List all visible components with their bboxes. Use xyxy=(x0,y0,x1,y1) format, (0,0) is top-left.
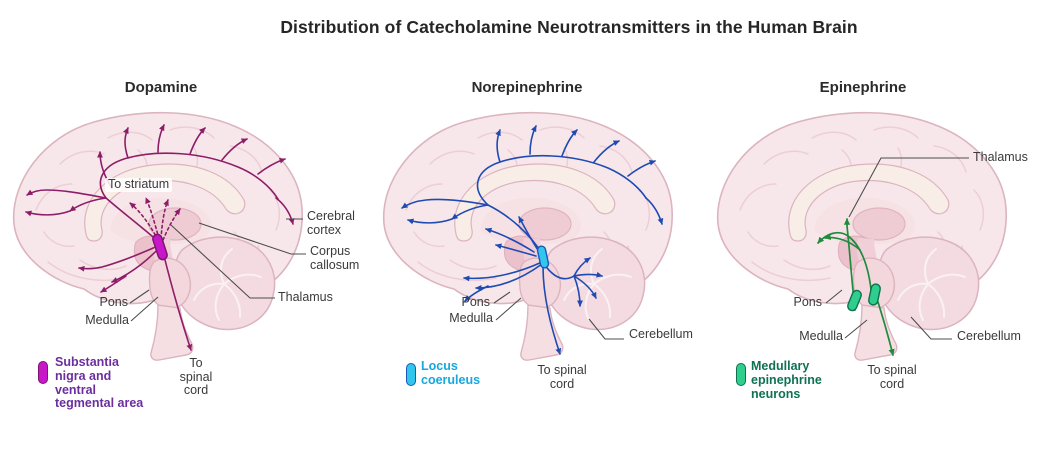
panel-heading-dopamine: Dopamine xyxy=(124,79,198,96)
label-leader-lines xyxy=(129,157,969,340)
label-medulla-epinephrine: Medulla xyxy=(799,329,843,343)
pons-leader-line-epinephrine xyxy=(825,289,843,304)
substantia-nigra-legend-label: Substantia nigra and ventral tegmental a… xyxy=(55,355,144,411)
medulla-leader-line-norepinephrine xyxy=(495,297,522,321)
thalamus-leader-line-dopamine xyxy=(170,224,275,299)
label-medulla-norepinephrine: Medulla xyxy=(449,311,493,325)
pons-leader-line-dopamine xyxy=(129,289,150,304)
locus-coeruleus-legend-label: Locus coeruleus xyxy=(421,359,481,387)
pons-leader-line-norepinephrine xyxy=(493,291,511,304)
locus-coeruleus-legend-swatch xyxy=(406,363,416,386)
label-pons-dopamine: Pons xyxy=(99,295,129,309)
label-thalamus-epinephrine: Thalamus xyxy=(973,150,1028,164)
medulla-leader-line-epinephrine xyxy=(844,319,868,339)
label-cerebellum-epinephrine: Cerebellum xyxy=(957,329,1021,343)
thalamus-leader-line-epinephrine xyxy=(848,157,969,218)
epinephrine-pathways xyxy=(817,218,895,356)
label-cerebral-cortex: Cerebral cortex xyxy=(307,209,355,237)
medullary-epinephrine-nucleus-1 xyxy=(847,289,862,312)
cerebellum-leader-line-epinephrine xyxy=(910,316,952,340)
substantia-nigra-legend-swatch xyxy=(38,361,48,384)
panel-heading-norepinephrine: Norepinephrine xyxy=(471,79,583,96)
figure-title: Distribution of Catecholamine Neurotrans… xyxy=(280,17,858,37)
brain-illustration-norepinephrine xyxy=(382,111,674,362)
brain-illustration-epinephrine xyxy=(716,111,1008,362)
medullary-epinephrine-nucleus-2 xyxy=(868,283,881,306)
label-medulla-dopamine: Medulla xyxy=(85,313,129,327)
label-pons-epinephrine: Pons xyxy=(793,295,823,309)
dopamine-pathways xyxy=(25,124,295,351)
panel-heading-epinephrine: Epinephrine xyxy=(819,79,907,96)
locus-coeruleus-nucleus xyxy=(536,245,550,269)
corpus-callosum-leader-line xyxy=(198,222,306,255)
cerebellum-leader-line-norepinephrine xyxy=(588,318,624,340)
medullary-neurons-legend-swatch xyxy=(736,363,746,386)
medulla-leader-line-dopamine xyxy=(130,296,159,322)
label-corpus-callosum: Corpus callosum xyxy=(310,244,360,272)
label-thalamus-dopamine: Thalamus xyxy=(278,290,333,304)
label-to-spinal-cord-dopamine: To spinal cord xyxy=(179,356,213,397)
medullary-neurons-legend-label: Medullary epinephrine neurons xyxy=(751,359,822,401)
label-to-striatum: To striatum xyxy=(105,177,173,192)
label-to-spinal-cord-epinephrine: To spinal cord xyxy=(867,363,917,391)
label-to-spinal-cord-norepinephrine: To spinal cord xyxy=(537,363,587,391)
norepinephrine-pathways xyxy=(401,125,664,355)
substantia-nigra-vta-nucleus xyxy=(152,233,168,261)
label-cerebellum-norepinephrine: Cerebellum xyxy=(629,327,693,341)
label-pons-norepinephrine: Pons xyxy=(461,295,491,309)
